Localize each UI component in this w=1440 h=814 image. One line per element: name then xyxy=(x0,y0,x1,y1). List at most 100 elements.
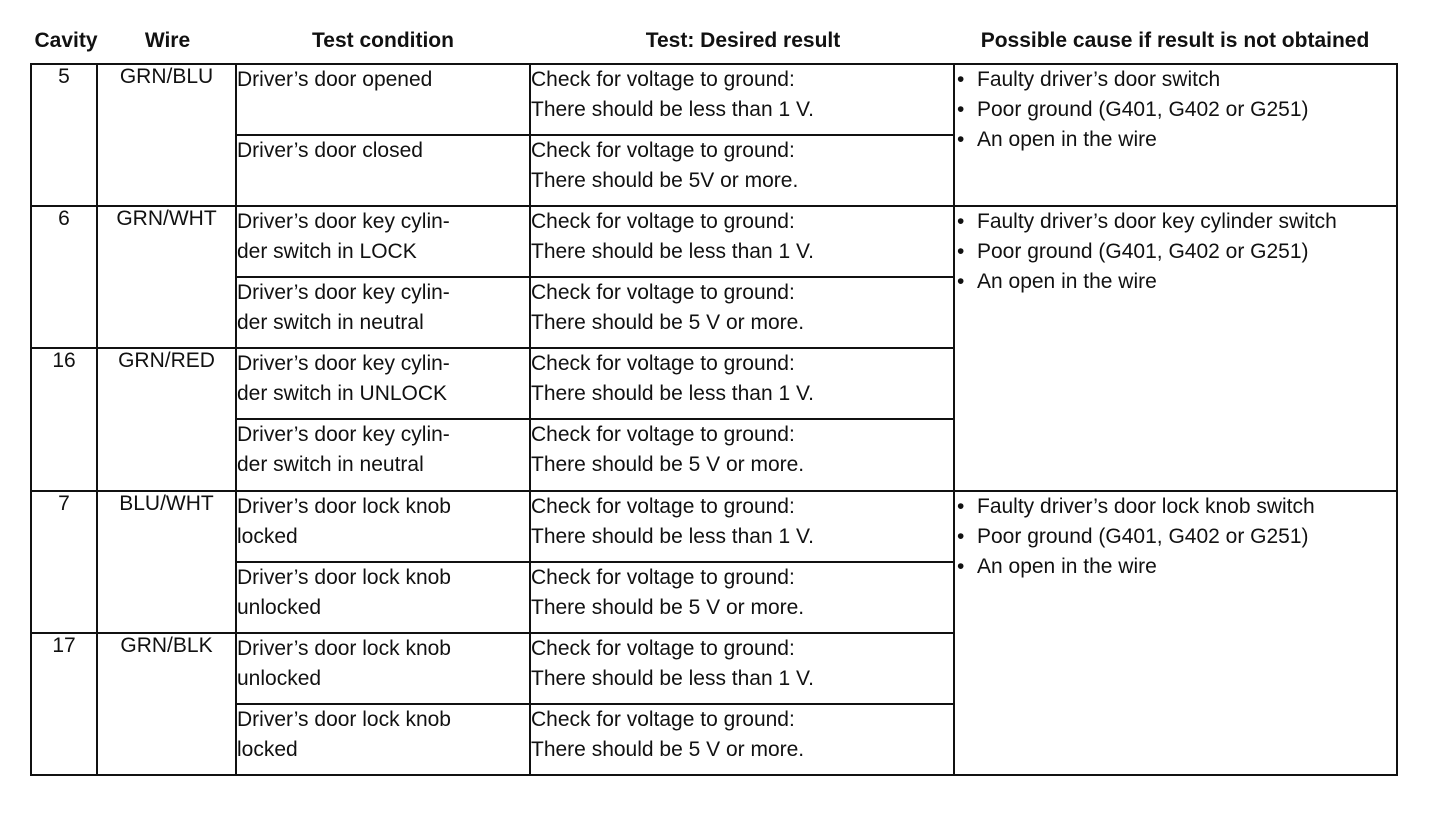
desired-result-line: There should be 5 V or more. xyxy=(531,311,805,335)
desired-result-line: There should be 5 V or more. xyxy=(531,737,805,761)
desired-result-cell: Check for voltage to ground: There shoul… xyxy=(529,205,955,279)
test-condition-line: Driver’s door key cylin- xyxy=(237,423,450,447)
cause-item: Faulty driver’s door switch xyxy=(955,65,1396,95)
cavity-cell: 16 xyxy=(30,347,98,492)
desired-result-line: Check for voltage to ground: xyxy=(531,352,795,376)
test-condition-line: locked xyxy=(237,524,298,548)
test-condition-cell: Driver’s door lock knob unlocked xyxy=(235,560,531,634)
cause-item: Poor ground (G401, G402 or G251) xyxy=(955,237,1396,267)
desired-result-line: There should be less than 1 V. xyxy=(531,98,814,121)
test-condition-line: unlocked xyxy=(237,595,322,619)
desired-result-line: Check for voltage to ground: xyxy=(531,281,795,305)
test-condition-line: Driver’s door key cylin- xyxy=(237,352,450,376)
desired-result-line: Check for voltage to ground: xyxy=(531,423,795,447)
header-possible-cause: Possible cause if result is not obtained xyxy=(980,29,1370,52)
cavity-cell: 7 xyxy=(30,489,98,634)
test-condition-line xyxy=(237,166,529,196)
cause-item: Faulty driver’s door lock knob switch xyxy=(955,492,1396,522)
wire-cell: GRN/BLK xyxy=(96,631,237,777)
desired-result-line: Check for voltage to ground: xyxy=(531,494,795,518)
cause-item: Poor ground (G401, G402 or G251) xyxy=(955,95,1396,125)
test-condition-line: der switch in LOCK xyxy=(237,240,417,264)
diagnostic-table: 5 GRN/BLU Driver’s door opened Check for… xyxy=(30,62,1398,777)
cavity-cell: 17 xyxy=(30,631,98,777)
test-condition-line: der switch in UNLOCK xyxy=(237,382,448,406)
possible-cause-cell: Faulty driver’s door lock knob switch Po… xyxy=(953,489,1398,777)
test-condition-cell: Driver’s door key cylin- der switch in U… xyxy=(235,347,531,421)
desired-result-line: There should be 5 V or more. xyxy=(531,453,805,477)
desired-result-line: There should be 5V or more. xyxy=(531,169,799,193)
desired-result-cell: Check for voltage to ground: There shoul… xyxy=(529,418,955,492)
cause-item: Faulty driver’s door key cylinder switch xyxy=(955,207,1396,237)
table-row: Driver’s door lock knob locked Check for… xyxy=(31,702,1397,777)
test-condition-cell: Driver’s door opened xyxy=(235,62,531,137)
test-condition-line: Driver’s door closed xyxy=(237,139,423,163)
table-row: 5 GRN/BLU Driver’s door opened Check for… xyxy=(30,62,1398,208)
test-condition-line: Driver’s door lock knob xyxy=(237,636,451,660)
table-row: Driver’s door lock knob unlocked Check f… xyxy=(31,560,1397,634)
cause-item: An open in the wire xyxy=(955,125,1396,155)
cause-list: Faulty driver’s door lock knob switch Po… xyxy=(955,492,1396,582)
desired-result-line: Check for voltage to ground: xyxy=(531,707,795,731)
test-condition-cell: Driver’s door key cylin- der switch in n… xyxy=(235,276,531,350)
test-condition-cell: Driver’s door key cylin- der switch in L… xyxy=(235,205,531,279)
desired-result-cell: Check for voltage to ground: There shoul… xyxy=(529,347,955,421)
test-condition-cell: Driver’s door closed xyxy=(235,134,531,208)
desired-result-line: Check for voltage to ground: xyxy=(531,68,795,91)
possible-cause-cell: Faulty driver’s door key cylinder switch… xyxy=(953,205,1398,492)
desired-result-line: There should be 5 V or more. xyxy=(531,595,805,619)
desired-result-cell: Check for voltage to ground: There shoul… xyxy=(529,560,955,634)
cause-list: Faulty driver’s door switch Poor ground … xyxy=(955,65,1396,155)
test-condition-line: Driver’s door opened xyxy=(237,68,433,91)
wire-cell: GRN/BLU xyxy=(96,62,237,208)
test-condition-line: Driver’s door lock knob xyxy=(237,494,451,518)
possible-cause-cell: Faulty driver’s door switch Poor ground … xyxy=(953,62,1398,208)
cavity-cell: 6 xyxy=(30,205,98,350)
desired-result-line: There should be less than 1 V. xyxy=(531,382,814,406)
cause-item: An open in the wire xyxy=(955,552,1396,582)
desired-result-line: Check for voltage to ground: xyxy=(531,139,795,163)
cause-item: An open in the wire xyxy=(955,267,1396,297)
test-condition-line: unlocked xyxy=(237,666,322,690)
desired-result-line: There should be less than 1 V. xyxy=(531,524,814,548)
test-condition-line: Driver’s door lock knob xyxy=(237,707,451,731)
header-desired-result: Test: Desired result xyxy=(645,29,841,52)
desired-result-line: There should be less than 1 V. xyxy=(531,666,814,690)
test-condition-line: locked xyxy=(237,737,298,761)
desired-result-line: Check for voltage to ground: xyxy=(531,636,795,660)
desired-result-line: Check for voltage to ground: xyxy=(531,565,795,589)
desired-result-line: There should be less than 1 V. xyxy=(531,240,814,264)
desired-result-cell: Check for voltage to ground: There shoul… xyxy=(529,134,955,208)
table-row: 17 GRN/BLK Driver’s door lock knob unloc… xyxy=(30,631,1397,777)
desired-result-cell: Check for voltage to ground: There shoul… xyxy=(529,276,955,350)
wire-cell: GRN/RED xyxy=(96,347,237,492)
table-row: 7 BLU/WHT Driver’s door lock knob locked… xyxy=(30,489,1398,777)
test-condition-line: Driver’s door key cylin- xyxy=(237,210,450,234)
test-condition-cell: Driver’s door lock knob locked xyxy=(235,489,531,563)
table-row: Driver’s door closed Check for voltage t… xyxy=(31,134,1397,208)
header-test-condition: Test condition xyxy=(312,29,454,52)
test-condition-line: der switch in neutral xyxy=(237,453,424,477)
test-condition-line xyxy=(237,95,529,125)
desired-result-cell: Check for voltage to ground: There shoul… xyxy=(529,489,955,563)
header-cavity: Cavity xyxy=(34,29,98,52)
table-row: Driver’s door key cylin- der switch in n… xyxy=(31,418,1397,492)
test-condition-cell: Driver’s door lock knob locked xyxy=(235,702,531,777)
header-wire: Wire xyxy=(144,29,191,52)
wire-cell: BLU/WHT xyxy=(96,489,237,634)
test-condition-line: der switch in neutral xyxy=(237,311,424,335)
cause-list: Faulty driver’s door key cylinder switch… xyxy=(955,207,1396,297)
test-condition-cell: Driver’s door lock knob unlocked xyxy=(235,631,531,705)
wire-cell: GRN/WHT xyxy=(96,205,237,350)
test-condition-line: Driver’s door lock knob xyxy=(237,565,451,589)
test-condition-cell: Driver’s door key cylin- der switch in n… xyxy=(235,418,531,492)
table-row: 6 GRN/WHT Driver’s door key cylin- der s… xyxy=(30,205,1398,492)
table-row: Driver’s door key cylin- der switch in n… xyxy=(31,276,1397,350)
table-row: 16 GRN/RED Driver’s door key cylin- der … xyxy=(30,347,1397,492)
desired-result-line: Check for voltage to ground: xyxy=(531,210,795,234)
cavity-cell: 5 xyxy=(30,62,98,208)
desired-result-cell: Check for voltage to ground: There shoul… xyxy=(529,631,955,705)
cause-item: Poor ground (G401, G402 or G251) xyxy=(955,522,1396,552)
desired-result-cell: Check for voltage to ground: There shoul… xyxy=(529,62,955,137)
desired-result-cell: Check for voltage to ground: There shoul… xyxy=(529,702,955,777)
